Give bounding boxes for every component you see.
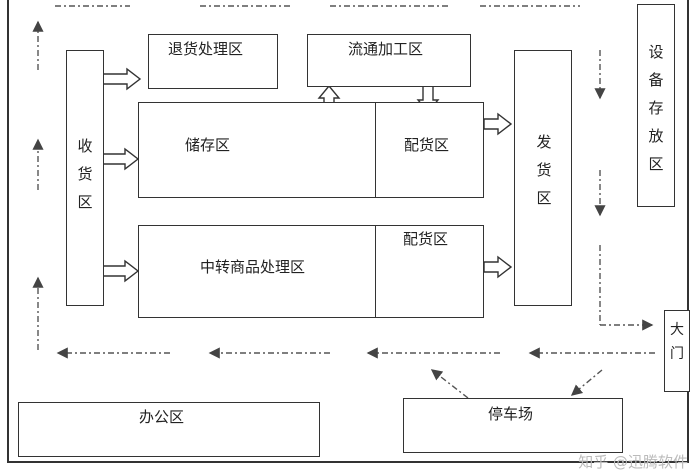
receiving-zone-label: 收货区 xyxy=(77,137,93,211)
warehouse-boundary xyxy=(7,0,689,463)
block-arrow-distribution1-shipping xyxy=(483,112,513,136)
block-arrow-receiving-storage xyxy=(102,147,140,171)
distribution-zone-1 xyxy=(375,102,484,198)
watermark: 知乎 @迅腾软件 xyxy=(578,453,688,471)
flow-parking-in xyxy=(430,369,469,399)
storage-zone-label: 储存区 xyxy=(185,136,231,154)
transfer-zone-label: 中转商品处理区 xyxy=(200,258,306,276)
equipment-zone-label: 设备存放区 xyxy=(648,43,664,173)
equipment-zone xyxy=(637,4,675,207)
parking-zone-label: 停车场 xyxy=(488,405,534,423)
office-zone xyxy=(18,402,320,457)
parking-zone xyxy=(403,398,623,453)
receiving-zone xyxy=(66,50,104,306)
returns-zone-label: 退货处理区 xyxy=(168,40,244,58)
office-zone-label: 办公区 xyxy=(139,408,185,426)
block-arrow-receiving-transfer xyxy=(102,259,140,283)
shipping-zone xyxy=(514,50,572,306)
processing-zone xyxy=(307,34,471,87)
distribution-zone-2-label: 配货区 xyxy=(403,230,449,248)
distribution-zone-1-label: 配货区 xyxy=(404,136,450,154)
processing-zone-label: 流通加工区 xyxy=(348,40,424,58)
gate-label: 大门 xyxy=(670,322,684,362)
block-arrow-receiving-returns xyxy=(102,67,142,91)
block-arrow-distribution2-shipping xyxy=(483,255,513,279)
flow-parking-out xyxy=(570,369,603,396)
distribution-zone-2 xyxy=(375,225,484,318)
shipping-zone-label: 发货区 xyxy=(536,133,552,207)
gate xyxy=(664,310,690,392)
returns-zone xyxy=(148,34,278,89)
